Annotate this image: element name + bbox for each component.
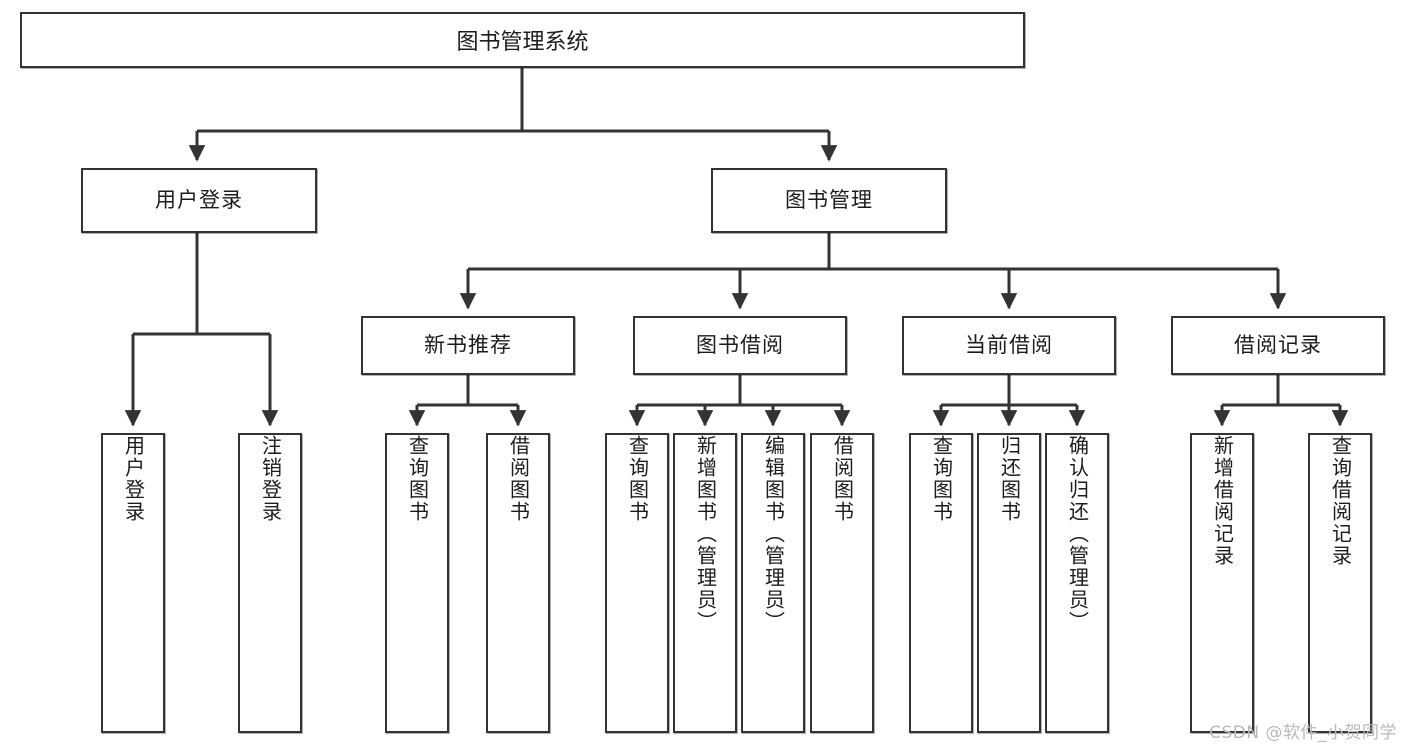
node-user-login[interactable]: 用户登录 <box>81 168 317 233</box>
node-leaf-logout-label: 注销登录 <box>258 435 283 523</box>
node-leaf-user-login[interactable]: 用户登录 <box>101 433 165 733</box>
node-leaf-borrow-book-1-label: 借阅图书 <box>506 435 531 523</box>
node-leaf-query-record[interactable]: 查询借阅记录 <box>1308 433 1372 733</box>
node-book-borrow-label: 图书借阅 <box>696 332 784 357</box>
node-leaf-add-record[interactable]: 新增借阅记录 <box>1190 433 1254 733</box>
node-leaf-query-book-2-label: 查询图书 <box>625 435 650 523</box>
node-root-label: 图书管理系统 <box>456 30 589 55</box>
node-leaf-return-book[interactable]: 归还图书 <box>977 433 1041 733</box>
node-current-borrow-label: 当前借阅 <box>965 332 1053 357</box>
node-leaf-borrow-book-1[interactable]: 借阅图书 <box>486 433 550 733</box>
node-leaf-query-book-1[interactable]: 查询图书 <box>385 433 449 733</box>
node-book-borrow[interactable]: 图书借阅 <box>633 316 847 375</box>
node-leaf-confirm-return-label: 确认归还（管理员） <box>1065 435 1090 633</box>
node-leaf-query-book-2[interactable]: 查询图书 <box>605 433 669 733</box>
node-leaf-query-book-3[interactable]: 查询图书 <box>909 433 973 733</box>
csdn-watermark: CSDN @软件_小贺同学 <box>1209 723 1397 743</box>
node-leaf-return-book-label: 归还图书 <box>997 435 1022 523</box>
node-leaf-query-record-label: 查询借阅记录 <box>1328 435 1353 567</box>
node-leaf-add-record-label: 新增借阅记录 <box>1210 435 1235 567</box>
node-leaf-logout[interactable]: 注销登录 <box>238 433 302 733</box>
node-leaf-user-login-label: 用户登录 <box>121 435 146 523</box>
node-leaf-borrow-book-2[interactable]: 借阅图书 <box>810 433 874 733</box>
node-user-login-label: 用户登录 <box>155 187 243 212</box>
node-leaf-confirm-return[interactable]: 确认归还（管理员） <box>1045 433 1109 733</box>
node-new-book-rec-label: 新书推荐 <box>424 332 512 357</box>
node-new-book-rec[interactable]: 新书推荐 <box>361 316 575 375</box>
node-leaf-add-book-label: 新增图书（管理员） <box>693 435 718 633</box>
node-root[interactable]: 图书管理系统 <box>20 12 1025 68</box>
node-borrow-record-label: 借阅记录 <box>1234 332 1322 357</box>
node-book-manage-label: 图书管理 <box>785 187 873 212</box>
node-leaf-borrow-book-2-label: 借阅图书 <box>830 435 855 523</box>
node-current-borrow[interactable]: 当前借阅 <box>902 316 1116 375</box>
node-leaf-edit-book-label: 编辑图书（管理员） <box>761 435 786 633</box>
node-leaf-edit-book[interactable]: 编辑图书（管理员） <box>741 433 805 733</box>
node-book-manage[interactable]: 图书管理 <box>711 168 947 233</box>
node-leaf-query-book-1-label: 查询图书 <box>405 435 430 523</box>
node-leaf-add-book[interactable]: 新增图书（管理员） <box>673 433 737 733</box>
node-leaf-query-book-3-label: 查询图书 <box>929 435 954 523</box>
node-borrow-record[interactable]: 借阅记录 <box>1171 316 1385 375</box>
